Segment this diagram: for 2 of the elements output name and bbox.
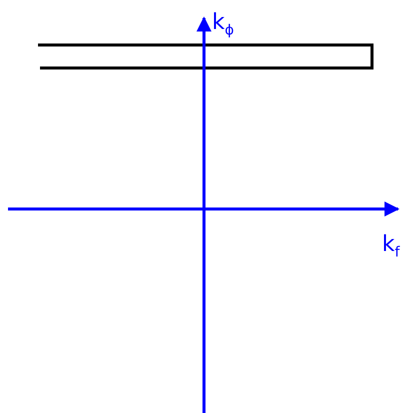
axis-label: k$_{ϕ}$: [212, 12, 234, 38]
axis-label: k$_{f}$: [382, 234, 400, 260]
